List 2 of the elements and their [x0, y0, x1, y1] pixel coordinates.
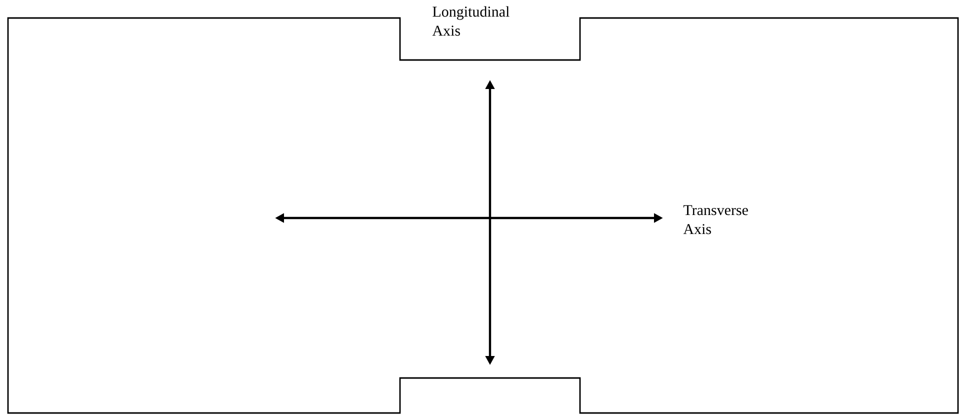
- axis-label: Longitudinal Axis: [432, 6, 510, 36]
- axis-label: Transverse Axis: [683, 205, 748, 234]
